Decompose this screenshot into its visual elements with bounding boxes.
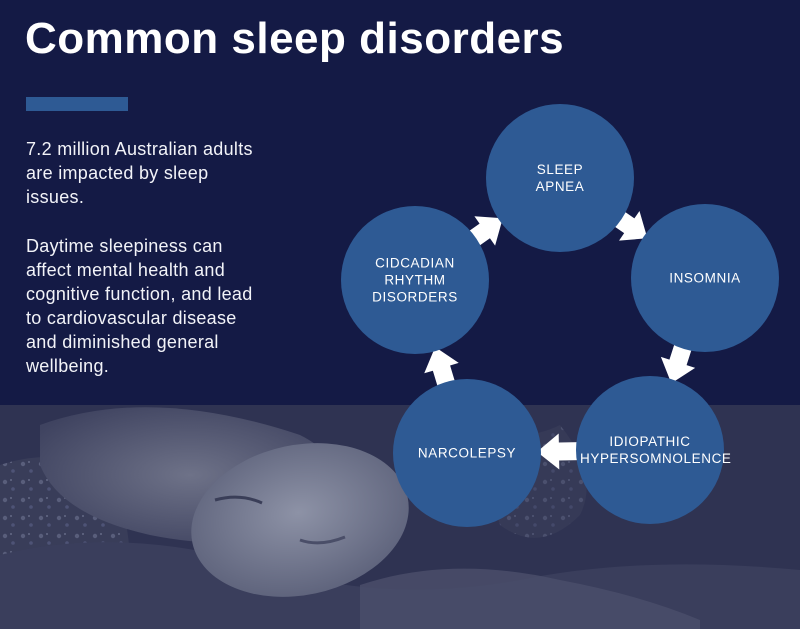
cycle-node-label-line: RHYTHM xyxy=(384,272,446,288)
cycle-node-label-insomnia: INSOMNIA xyxy=(635,270,775,287)
cycle-node-label-line: CIDCADIAN xyxy=(375,255,455,271)
cycle-node-label-sleep-apnea: SLEEP APNEA xyxy=(490,161,630,195)
cycle-node-label-line: APNEA xyxy=(535,179,585,194)
intro-paragraph-statistic: 7.2 million Australian adults are impact… xyxy=(26,139,253,207)
intro-paragraph-impact: Daytime sleepiness can affect mental hea… xyxy=(26,236,253,376)
cycle-node-label-narcolepsy: NARCOLEPSY xyxy=(397,445,537,462)
cycle-node-label-line: HYPERSOMNOLENCE xyxy=(580,451,732,466)
cycle-node-label-line: DISORDERS xyxy=(372,289,458,305)
page-title: Common sleep disorders xyxy=(25,14,565,63)
cycle-node-label-line: INSOMNIA xyxy=(669,270,741,286)
cycle-arrow-3 xyxy=(536,433,587,470)
cycle-node-circadian-rhythm-disorders xyxy=(341,206,489,354)
cycle-node-insomnia xyxy=(631,204,779,352)
cycle-node-narcolepsy xyxy=(393,379,541,527)
cycle-node-idiopathic-hypersomnolence xyxy=(576,376,724,524)
cycle-node-label-line: SLEEP xyxy=(536,162,584,177)
sleep-disorders-cycle-diagram: SLEEP APNEA INSOMNIA IDIOPATHIC HYPERSOMNOLE… xyxy=(330,100,800,529)
cycle-node-label-line: IDIOPATHIC xyxy=(609,434,691,449)
cycle-node-label-line: NARCOLEPSY xyxy=(417,445,517,461)
cycle-diagram-svg xyxy=(341,104,779,527)
cycle-node-sleep-apnea xyxy=(486,104,634,252)
accent-bar xyxy=(26,97,128,111)
cycle-node-label-idiopathic-hypersomnolence: IDIOPATHIC HYPERSOMNOLENCE xyxy=(580,433,732,467)
